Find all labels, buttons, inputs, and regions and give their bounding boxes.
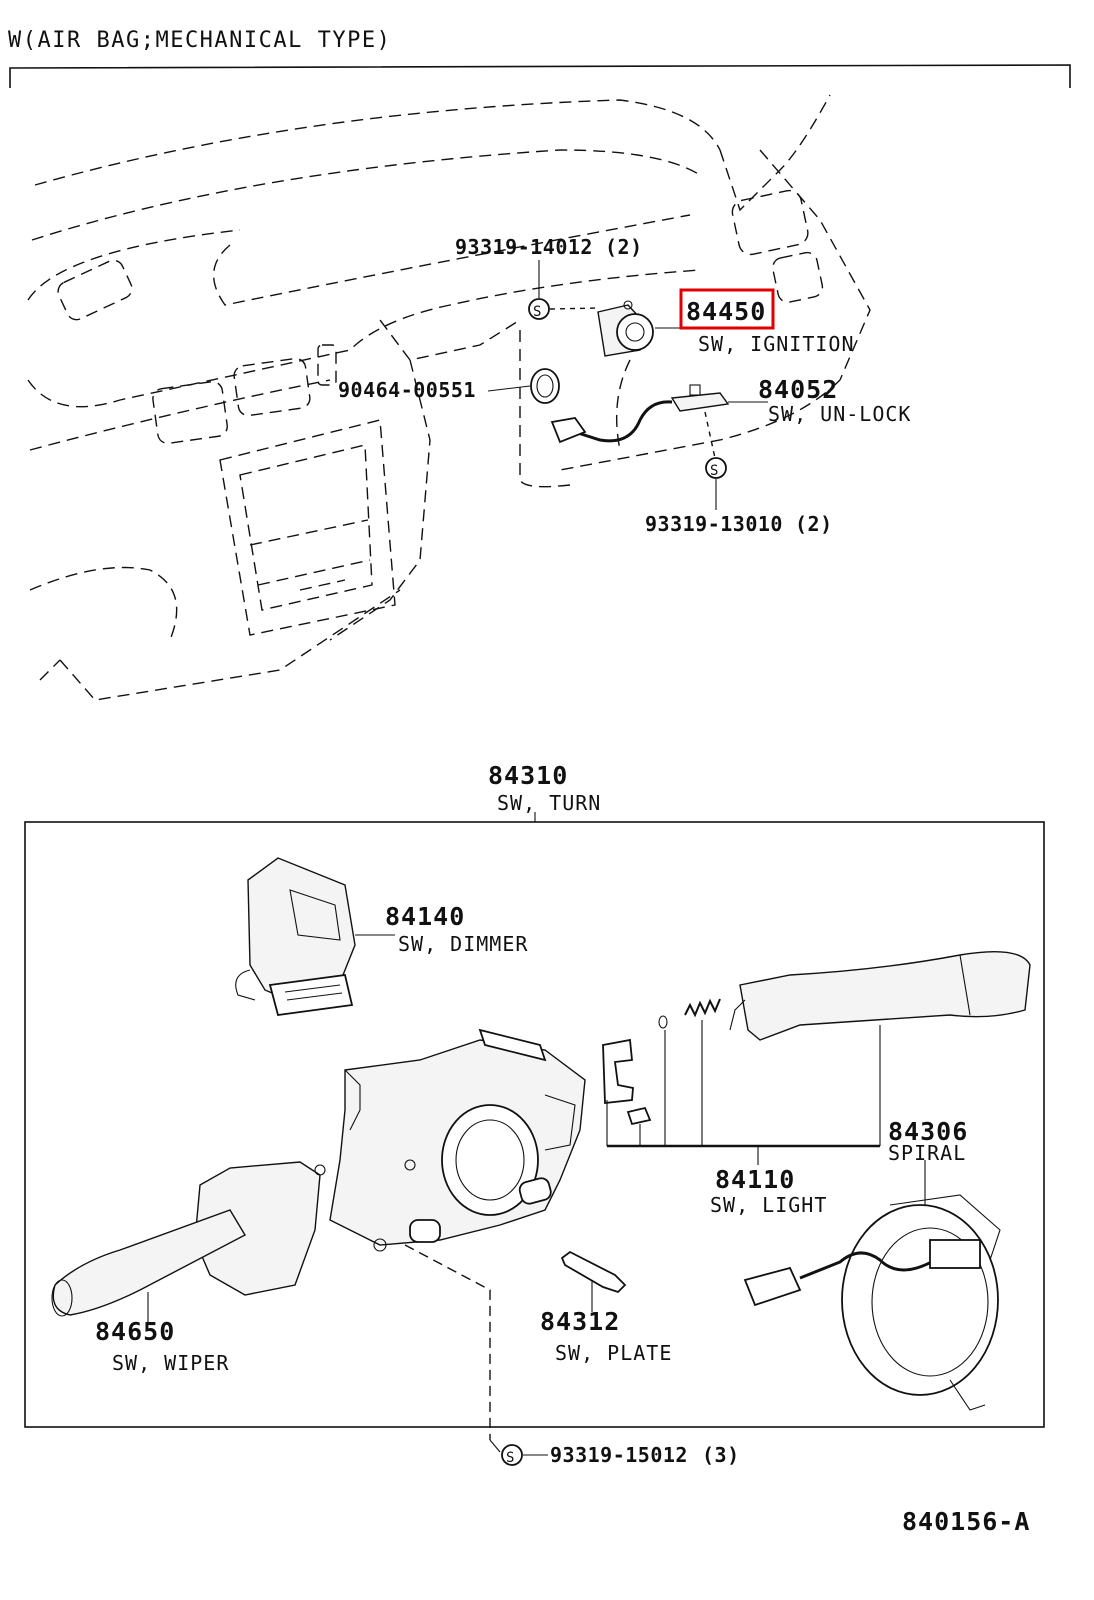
- fastener-93319-13010[interactable]: S 93319-13010 (2): [645, 411, 833, 536]
- fastener-90464-00551[interactable]: 90464-00551: [338, 368, 560, 404]
- upper-section-bracket: [9, 64, 1071, 88]
- screw-small-icon: [626, 1106, 652, 1126]
- part-number: 84110: [715, 1165, 795, 1194]
- part-number: 84140: [385, 902, 465, 931]
- part-84110-light-switch[interactable]: 84110 SW, LIGHT: [602, 950, 1031, 1217]
- ball-icon: [658, 1015, 668, 1029]
- light-switch-lever: [739, 950, 1031, 1041]
- dashboard-outline: [27, 94, 871, 701]
- part-number: 84450: [686, 297, 766, 326]
- assembly-frame: [24, 821, 1045, 1428]
- fastener-code: 93319-14012: [455, 235, 593, 259]
- spring-icon: [684, 998, 721, 1018]
- part-number: 84306: [888, 1117, 968, 1146]
- fastener-93319-14012[interactable]: 93319-14012 (2) S: [455, 235, 643, 320]
- fastener-code: 90464-00551: [338, 378, 476, 402]
- part-84140-dimmer-switch[interactable]: 84140 SW, DIMMER: [235, 857, 529, 1016]
- part-84306-spiral[interactable]: 84306 SPIRAL: [743, 1117, 1001, 1411]
- diagram-title: W(AIR BAG;MECHANICAL TYPE): [8, 28, 391, 53]
- part-label: SW, IGNITION: [698, 332, 855, 356]
- screw-icon: [528, 298, 550, 320]
- spiral-cable-drawing: [841, 1204, 999, 1396]
- part-label: SW, DIMMER: [398, 932, 528, 956]
- part-label: SPIRAL: [888, 1141, 966, 1165]
- screw-icon: [501, 1444, 523, 1466]
- part-84052-unlock-switch[interactable]: 84052 SW, UN-LOCK: [550, 375, 911, 444]
- part-number: 84052: [758, 375, 838, 404]
- fastener-qty: (2): [795, 512, 833, 536]
- part-84650-wiper-switch[interactable]: 84650 SW, WIPER: [51, 1161, 326, 1375]
- part-number: 84312: [540, 1307, 620, 1336]
- part-number: 84650: [95, 1317, 175, 1346]
- part-84310-turn-switch[interactable]: 84310 SW, TURN: [488, 761, 601, 822]
- fastener-code: 93319-13010: [645, 512, 783, 536]
- screw-symbol: S: [710, 463, 718, 479]
- part-number: 84310: [488, 761, 568, 790]
- part-label: SW, PLATE: [555, 1341, 672, 1365]
- part-label: SW, TURN: [497, 791, 601, 815]
- highlight-box: [679, 288, 775, 330]
- part-label: SW, LIGHT: [710, 1193, 827, 1217]
- screw-symbol: S: [506, 1450, 514, 1466]
- screw-symbol: S: [533, 304, 541, 320]
- fastener-93319-15012[interactable]: S 93319-15012 (3): [404, 1244, 740, 1467]
- part-84312-plate-switch[interactable]: 84312 SW, PLATE: [540, 1250, 672, 1365]
- unlock-switch-drawing: [670, 392, 730, 412]
- wiper-switch-lever: [52, 1209, 246, 1316]
- diagram-reference: 840156-A: [902, 1507, 1030, 1536]
- screw-icon: [705, 457, 727, 479]
- turn-switch-body: [329, 1028, 586, 1252]
- part-label: SW, WIPER: [112, 1351, 229, 1375]
- fastener-qty: (3): [702, 1443, 740, 1467]
- plate-switch-drawing: [560, 1250, 627, 1294]
- part-label: SW, UN-LOCK: [768, 402, 911, 426]
- clip-icon: [530, 368, 560, 404]
- light-switch-bracket: [602, 1038, 634, 1105]
- part-84450-ignition-switch[interactable]: 84450 SW, IGNITION: [597, 288, 855, 357]
- fastener-code: 93319-15012: [550, 1443, 688, 1467]
- fastener-qty: (2): [605, 235, 643, 259]
